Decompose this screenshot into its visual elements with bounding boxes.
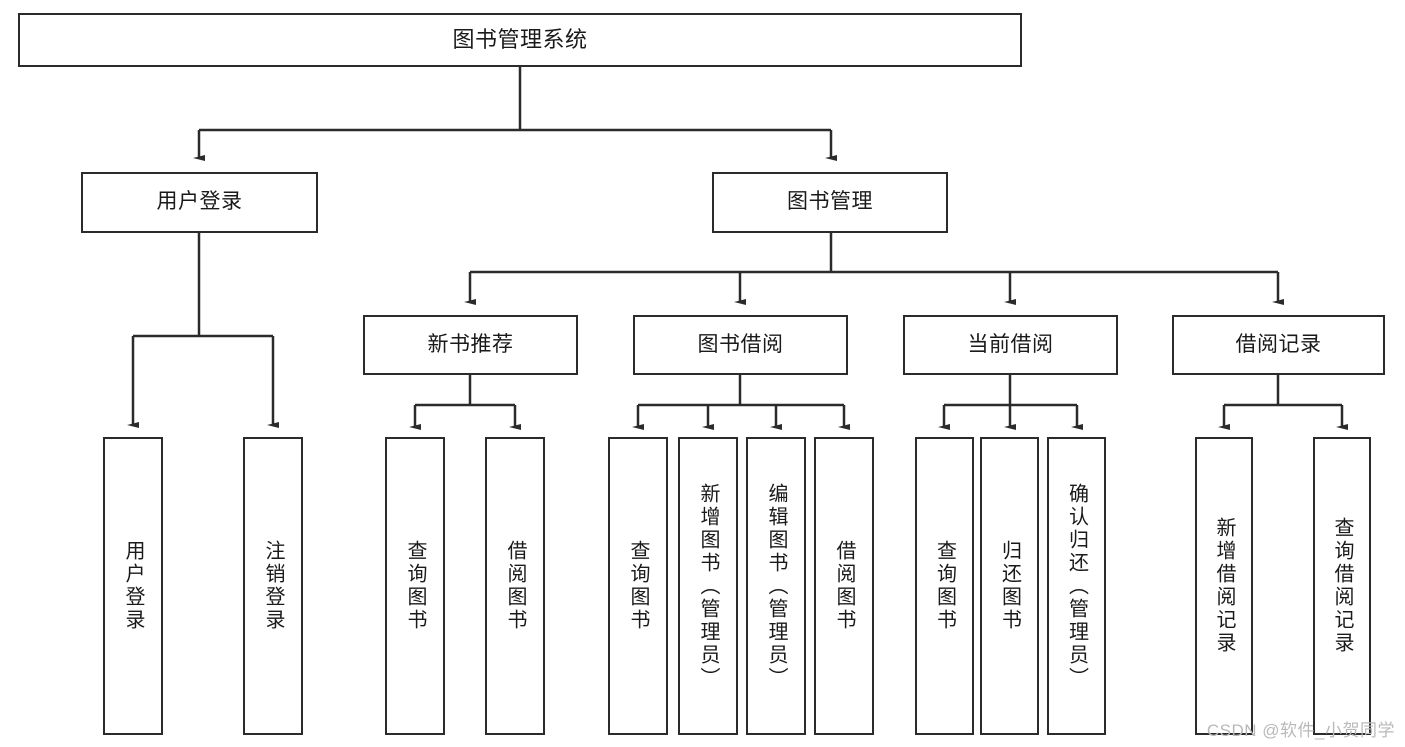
edge-bookmanage-to-level3 <box>464 233 1284 305</box>
node-leaf-borrow-book-1-label: 借阅图书 <box>504 540 526 632</box>
node-leaf-query-record-label: 查询借阅记录 <box>1331 517 1353 655</box>
node-leaf-edit-book-label: 编辑图书（管理员） <box>765 482 787 690</box>
node-leaf-add-book[interactable]: 新增图书（管理员） <box>678 437 738 735</box>
node-book-borrow[interactable]: 图书借阅 <box>633 315 848 375</box>
node-leaf-query-book-2[interactable]: 查询图书 <box>608 437 668 735</box>
watermark: CSDN @软件_小贺同学 <box>1206 721 1395 740</box>
node-new-book-rec-label: 新书推荐 <box>427 332 514 356</box>
node-book-manage[interactable]: 图书管理 <box>712 172 948 233</box>
node-leaf-return-book-label: 归还图书 <box>998 540 1021 632</box>
node-leaf-add-record-label: 新增借阅记录 <box>1213 517 1235 655</box>
node-current-borrow-label: 当前借阅 <box>967 332 1054 356</box>
node-leaf-borrow-book-1[interactable]: 借阅图书 <box>485 437 545 735</box>
node-leaf-query-book-1[interactable]: 查询图书 <box>385 437 445 735</box>
node-leaf-borrow-book-2[interactable]: 借阅图书 <box>814 437 874 735</box>
node-leaf-return-book[interactable]: 归还图书 <box>980 437 1039 735</box>
node-leaf-user-login[interactable]: 用户登录 <box>103 437 163 735</box>
node-book-manage-label: 图书管理 <box>787 190 873 214</box>
node-user-login-label: 用户登录 <box>156 190 243 214</box>
node-leaf-confirm-return-label: 确认归还（管理员） <box>1065 482 1088 690</box>
node-borrow-record-label: 借阅记录 <box>1235 332 1322 356</box>
edge-borrowrecord-to-leaves <box>1218 375 1348 430</box>
edge-userlogin-to-leaves <box>127 233 279 428</box>
node-current-borrow[interactable]: 当前借阅 <box>903 315 1118 375</box>
node-leaf-confirm-return[interactable]: 确认归还（管理员） <box>1047 437 1106 735</box>
edge-newbookrec-to-leaves <box>409 375 521 430</box>
edge-bookborrow-to-leaves <box>632 375 850 430</box>
node-leaf-edit-book[interactable]: 编辑图书（管理员） <box>746 437 806 735</box>
node-user-login[interactable]: 用户登录 <box>81 172 318 233</box>
node-leaf-query-book-3-label: 查询图书 <box>933 540 956 632</box>
node-borrow-record[interactable]: 借阅记录 <box>1172 315 1385 375</box>
node-leaf-user-login-label: 用户登录 <box>122 540 144 632</box>
node-root[interactable]: 图书管理系统 <box>18 13 1022 67</box>
node-leaf-query-record[interactable]: 查询借阅记录 <box>1313 437 1371 735</box>
node-leaf-borrow-book-2-label: 借阅图书 <box>833 540 855 632</box>
node-new-book-rec[interactable]: 新书推荐 <box>363 315 578 375</box>
node-leaf-add-book-label: 新增图书（管理员） <box>697 482 719 690</box>
node-leaf-query-book-1-label: 查询图书 <box>404 540 426 632</box>
node-leaf-logout[interactable]: 注销登录 <box>243 437 303 735</box>
edge-root-to-level2 <box>193 67 837 161</box>
node-leaf-add-record[interactable]: 新增借阅记录 <box>1195 437 1253 735</box>
node-leaf-query-book-3[interactable]: 查询图书 <box>915 437 974 735</box>
node-leaf-query-book-2-label: 查询图书 <box>627 540 649 632</box>
node-book-borrow-label: 图书借阅 <box>697 332 784 356</box>
node-leaf-logout-label: 注销登录 <box>262 540 284 632</box>
edge-currentborrow-to-leaves <box>938 375 1083 430</box>
node-root-label: 图书管理系统 <box>452 27 588 53</box>
